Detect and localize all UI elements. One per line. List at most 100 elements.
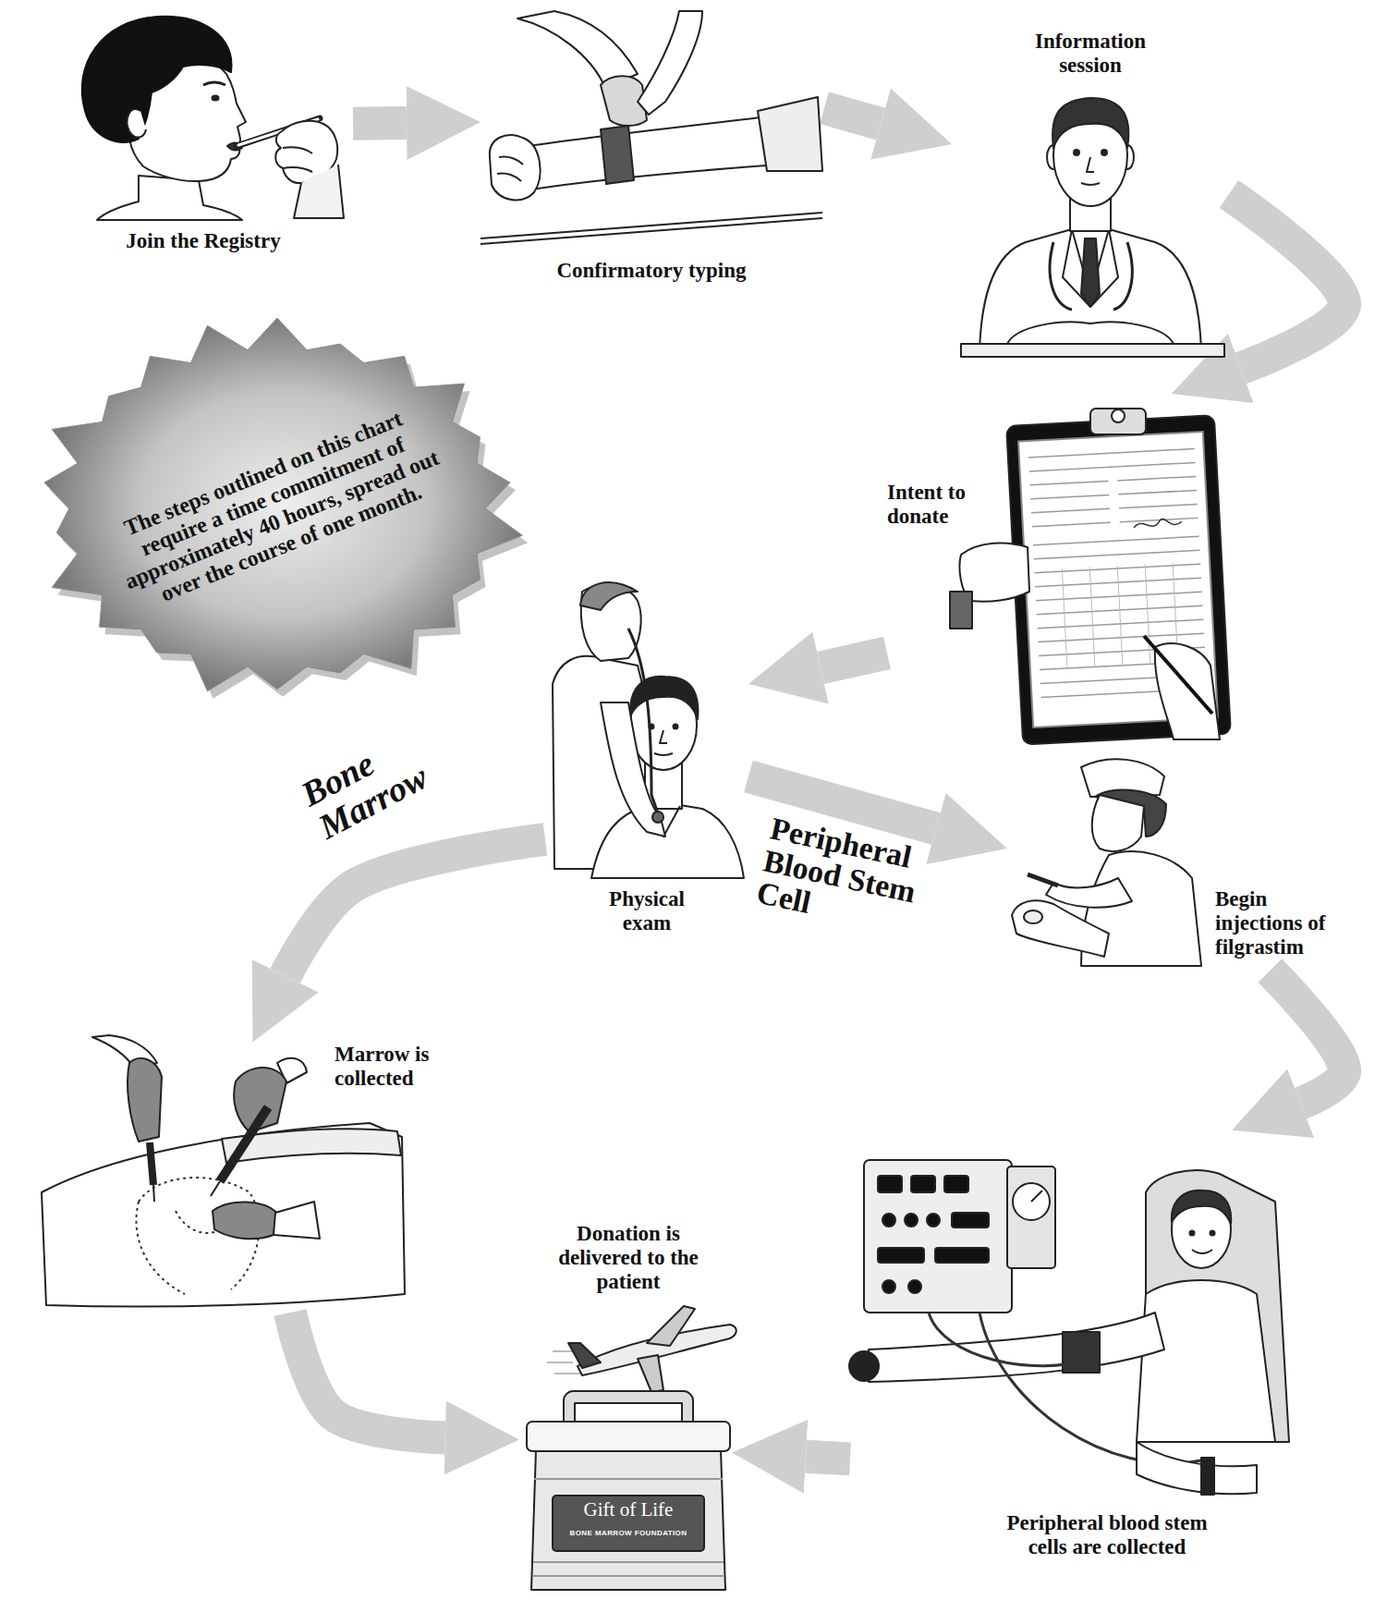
apheresis-figure xyxy=(849,1159,1290,1495)
marrow-collection-figure-part xyxy=(219,1107,268,1181)
exam-figure-part xyxy=(591,803,744,878)
logo-text: Gift of Life xyxy=(552,1498,705,1521)
counselor-figure-part xyxy=(1007,321,1174,344)
clipboard-figure-part xyxy=(1006,414,1231,744)
exam-figure-part xyxy=(628,628,658,814)
step-node: Join the Registry xyxy=(55,9,353,264)
swab-figure-part xyxy=(82,16,232,143)
apheresis-figure-part xyxy=(882,1279,896,1293)
injection-figure-part xyxy=(1092,794,1144,852)
blood-draw-figure-part xyxy=(480,218,823,244)
counselor-figure-part xyxy=(1101,149,1108,156)
marrow-collection-figure-part xyxy=(210,1180,220,1196)
clipboard-figure-part xyxy=(1111,409,1125,423)
connector-group xyxy=(285,108,1345,1460)
swab-figure-part xyxy=(212,96,219,101)
apheresis-figure-part xyxy=(926,1213,940,1227)
apheresis-figure-part xyxy=(1012,1182,1050,1220)
flow-band xyxy=(290,1312,446,1437)
step-node: Begin injections of filgrastim xyxy=(1007,748,1373,971)
apheresis-figure-part xyxy=(1136,1441,1257,1494)
injection-figure-part xyxy=(1027,874,1059,886)
route-label: Bone Marrow xyxy=(295,715,453,846)
injection-figure xyxy=(1011,758,1202,966)
note-starburst: The steps outlined on this chart require… xyxy=(18,304,536,712)
exam-figure-part xyxy=(600,702,666,837)
clipboard-figure-part xyxy=(949,591,973,629)
clipboard-figure xyxy=(949,408,1231,745)
step-caption: Peripheral blood stem cells are collecte… xyxy=(1005,1510,1209,1559)
counselor-figure-part xyxy=(961,343,1225,357)
exam-figure-part xyxy=(654,730,673,755)
swab-figure-part xyxy=(203,82,226,86)
marrow-collection-figure-part xyxy=(41,1122,405,1307)
apheresis-figure-part xyxy=(944,1175,969,1193)
step-caption: Intent to donate xyxy=(887,480,1003,529)
apheresis-figure-part xyxy=(1201,1457,1215,1495)
delivery-figure-part xyxy=(637,1354,664,1392)
starburst-body xyxy=(44,317,523,692)
swab-figure-part xyxy=(127,109,146,138)
apheresis-figure-part xyxy=(877,1247,925,1263)
apheresis-figure-part xyxy=(908,1279,922,1293)
step-node: Information session xyxy=(951,27,1229,361)
delivery-figure xyxy=(526,1305,737,1590)
step-caption: Donation is delivered to the patient xyxy=(549,1221,707,1293)
flow-band xyxy=(285,839,546,976)
counselor-figure-part xyxy=(1052,97,1129,148)
counselor-figure-part xyxy=(979,229,1202,352)
apheresis-figure-part xyxy=(979,1312,1202,1463)
blood-draw-figure-part xyxy=(757,97,823,171)
flow-band xyxy=(1228,194,1345,368)
apheresis-figure-part xyxy=(882,1213,896,1227)
apheresis-figure-part xyxy=(935,1247,989,1263)
exam-figure-part xyxy=(630,676,699,719)
swab-figure-part xyxy=(293,164,344,219)
flow-band xyxy=(352,106,407,141)
step-caption: Physical exam xyxy=(596,887,698,936)
step-node: Donation is delivered to the patientGift… xyxy=(517,1221,740,1594)
blood-draw-figure xyxy=(480,11,823,244)
clipboard-figure-part xyxy=(1090,408,1146,435)
step-caption: Begin injections of filgrastim xyxy=(1215,887,1354,959)
counselor-figure-part xyxy=(1049,242,1132,310)
route-label: Peripheral Blood Stem Cell xyxy=(754,811,931,941)
delivery-figure-part xyxy=(563,1390,694,1424)
swab-figure-part xyxy=(282,146,313,172)
marrow-collection-figure-part xyxy=(273,1201,320,1239)
step-caption: Marrow is collected xyxy=(334,1042,444,1091)
apheresis-figure-part xyxy=(911,1175,936,1193)
step-caption: Information session xyxy=(1007,29,1174,78)
marrow-collection-figure-part xyxy=(212,1201,278,1239)
step-caption: Join the Registry xyxy=(55,229,352,254)
delivery-figure-part xyxy=(646,1305,695,1346)
swab-figure-part xyxy=(97,175,243,220)
step-node: Physical exam xyxy=(545,572,749,943)
apheresis-figure-part xyxy=(1007,1166,1056,1268)
marrow-collection-figure-part xyxy=(127,1058,162,1142)
apheresis-figure-part xyxy=(1171,1190,1231,1268)
delivery-figure-part xyxy=(526,1421,730,1451)
step-node: Confirmatory typing xyxy=(480,9,825,292)
flow-band xyxy=(805,1456,851,1460)
injection-figure-part xyxy=(1011,900,1109,957)
flow-band xyxy=(824,108,881,124)
delivery-figure-part xyxy=(531,1448,726,1590)
counselor-figure-part xyxy=(1062,229,1119,307)
counselor-figure-part xyxy=(1073,149,1080,156)
apheresis-figure-part xyxy=(868,1312,1165,1382)
counselor-figure xyxy=(961,97,1225,357)
clipboard-figure-part xyxy=(1143,635,1213,714)
delivery-figure-part xyxy=(552,1495,705,1551)
injection-figure-part xyxy=(1023,910,1043,924)
counselor-figure-part xyxy=(1081,157,1100,185)
blood-draw-figure-part xyxy=(497,156,524,182)
apheresis-figure-part xyxy=(1190,1230,1195,1236)
apheresis-figure-part xyxy=(863,1159,1012,1313)
apheresis-figure-part xyxy=(849,1350,879,1381)
step-node: Marrow is collected xyxy=(36,1034,446,1313)
apheresis-figure-part xyxy=(904,1213,918,1227)
exam-figure-part xyxy=(652,811,664,823)
apheresis-figure-part xyxy=(1210,1230,1216,1236)
